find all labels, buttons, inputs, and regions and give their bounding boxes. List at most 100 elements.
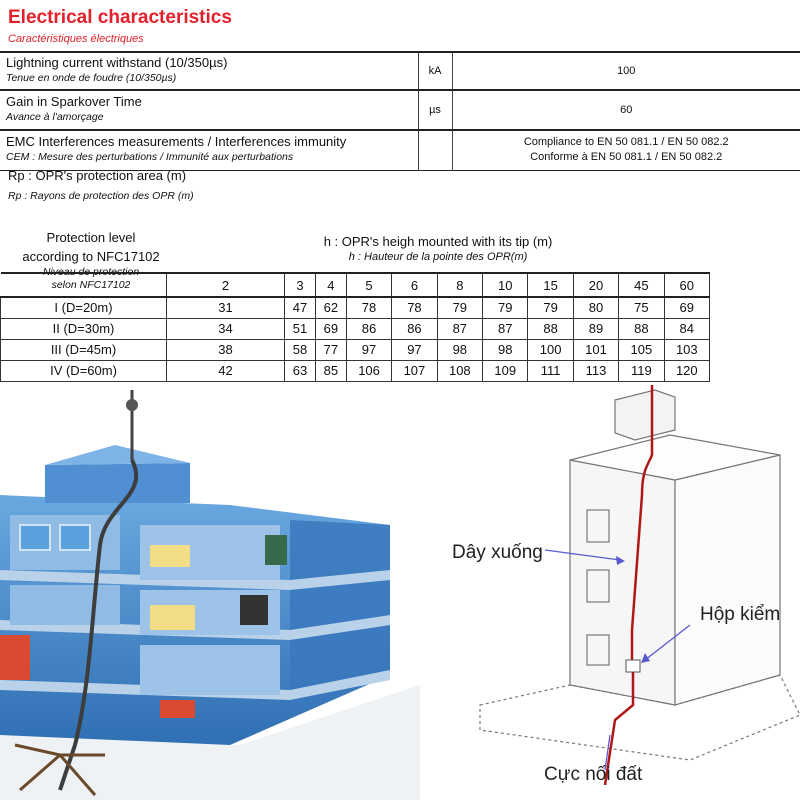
radius-cell: 69: [314, 317, 347, 340]
radius-cell: 87: [482, 317, 529, 340]
radius-cell: 119: [618, 359, 665, 382]
arrow-earth-terminal: [604, 734, 611, 771]
height-header: h : OPR's heigh mounted with its tip (m)…: [323, 234, 553, 263]
equipment: [160, 700, 195, 718]
spec-row-lightning-current: Lightning current withstand (10/350µs) T…: [0, 52, 800, 90]
building-down-conductor-diagram: [479, 385, 800, 786]
level-cell: III (D=45m): [0, 338, 167, 361]
radius-cell: 84: [663, 317, 711, 340]
rp-heading: Rp : OPR's protection area (m): [8, 168, 187, 183]
radius-cell: 109: [482, 359, 529, 382]
radius-cell: 38: [166, 338, 285, 361]
spec-unit: µs: [418, 90, 453, 130]
spec-value-line1: Compliance to EN 50 081.1 / EN 50 082.2: [523, 136, 729, 149]
spec-value-line2: Conforme à EN 50 081.1 / EN 50 082.2: [530, 151, 723, 164]
radius-cell: 89: [572, 317, 620, 340]
height-cell: 8: [436, 272, 484, 298]
radius-cell: 107: [391, 359, 438, 382]
window: [586, 509, 610, 543]
radius-cell: 75: [618, 296, 665, 319]
building-front-face: [569, 459, 676, 706]
table-row: III (D=45m) 38 58 77 97 97 98 98 100 101…: [0, 338, 711, 361]
window: [586, 634, 610, 666]
radius-cell: 63: [284, 359, 316, 382]
table-header-row: 2 3 4 5 6 8 10 15 20 45 60: [0, 272, 711, 298]
height-cell: 4: [314, 272, 347, 298]
room: [140, 645, 280, 695]
building-roof: [569, 434, 781, 481]
radius-cell: 47: [284, 296, 316, 319]
spec-label-en: EMC Interferences measurements / Interfe…: [6, 134, 347, 150]
height-cell: 5: [345, 272, 393, 298]
down-conductor-line: [630, 385, 654, 670]
arrow-test-box: [644, 624, 691, 661]
height-cell: 6: [391, 272, 438, 298]
radius-cell: 88: [618, 317, 665, 340]
spec-value: 60: [620, 104, 633, 116]
radius-cell: 113: [572, 359, 620, 382]
furniture: [150, 545, 190, 567]
radius-cell: 103: [663, 338, 711, 361]
level-cell: I (D=20m): [0, 296, 167, 319]
radius-cell: 69: [663, 296, 711, 319]
radius-cell: 31: [166, 296, 285, 319]
spec-value: 100: [617, 65, 636, 77]
rooftop-penthouse: [45, 463, 190, 503]
building-side-face: [674, 454, 781, 706]
spec-unit: [418, 130, 453, 170]
window: [19, 524, 51, 551]
test-box: [625, 659, 641, 673]
spec-unit: kA: [418, 52, 453, 90]
radius-cell: 120: [663, 359, 711, 382]
equipment: [240, 595, 268, 625]
spec-label-fr: CEM : Mesure des perturbations / Immunit…: [6, 151, 294, 164]
page-subtitle: Caractéristiques électriques: [8, 33, 144, 45]
equipment: [0, 635, 30, 680]
rp-heading-fr: Rp : Rayons de protection des OPR (m): [8, 190, 194, 202]
table-row: IV (D=60m) 42 63 85 106 107 108 109 111 …: [0, 359, 711, 382]
radius-cell: 105: [618, 338, 665, 361]
radius-cell: 34: [166, 317, 285, 340]
radius-cell: 79: [436, 296, 484, 319]
earthing-electrodes: [14, 743, 105, 796]
level-cell: II (D=30m): [0, 317, 167, 340]
level-cell: IV (D=60m): [0, 359, 167, 382]
label-earth-terminal: Cực nối đất: [544, 764, 643, 785]
spec-label-fr: Tenue en onde de foudre (10/350µs): [6, 72, 177, 84]
radius-cell: 77: [314, 338, 347, 361]
radius-cell: 97: [391, 338, 438, 361]
radius-cell: 79: [482, 296, 529, 319]
spec-label-en: Gain in Sparkover Time: [6, 94, 142, 109]
radius-cell: 51: [284, 317, 316, 340]
label-test-box: Hộp kiểm: [700, 604, 781, 625]
ground-outline: [479, 674, 800, 761]
height-cell: 3: [284, 272, 316, 298]
lightning-rod-head: [126, 399, 138, 411]
radius-cell: 98: [436, 338, 484, 361]
radius-cell: 42: [166, 359, 285, 382]
spec-label-fr: Avance à l'amorçage: [6, 111, 104, 123]
radius-cell: 58: [284, 338, 316, 361]
radius-cell: 86: [391, 317, 438, 340]
radius-cell: 98: [482, 338, 529, 361]
protection-radius-table: 2 3 4 5 6 8 10 15 20 45 60 I (D=20m) 31 …: [0, 272, 711, 382]
radius-cell: 97: [345, 338, 393, 361]
height-cell: 10: [482, 272, 529, 298]
radius-cell: 101: [572, 338, 620, 361]
window: [59, 524, 91, 551]
spec-row-emc: EMC Interferences measurements / Interfe…: [0, 130, 800, 170]
arrow-head-icon: [641, 653, 650, 663]
roof-structure: [614, 389, 676, 441]
spec-row-sparkover: Gain in Sparkover Time Avance à l'amorça…: [0, 90, 800, 130]
radius-cell: 88: [527, 317, 574, 340]
radius-cell: 62: [314, 296, 347, 319]
equipment: [265, 535, 287, 565]
electrical-spec-table: Lightning current withstand (10/350µs) T…: [0, 51, 800, 171]
earth-conductor-line: [603, 672, 635, 786]
down-conductor-cable: [58, 459, 139, 791]
height-cell: 60: [663, 272, 711, 298]
furniture: [150, 605, 195, 630]
spec-label-en: Lightning current withstand (10/350µs): [6, 55, 228, 70]
ground-plane: [0, 685, 420, 800]
arrow-down-conductor: [544, 549, 621, 561]
